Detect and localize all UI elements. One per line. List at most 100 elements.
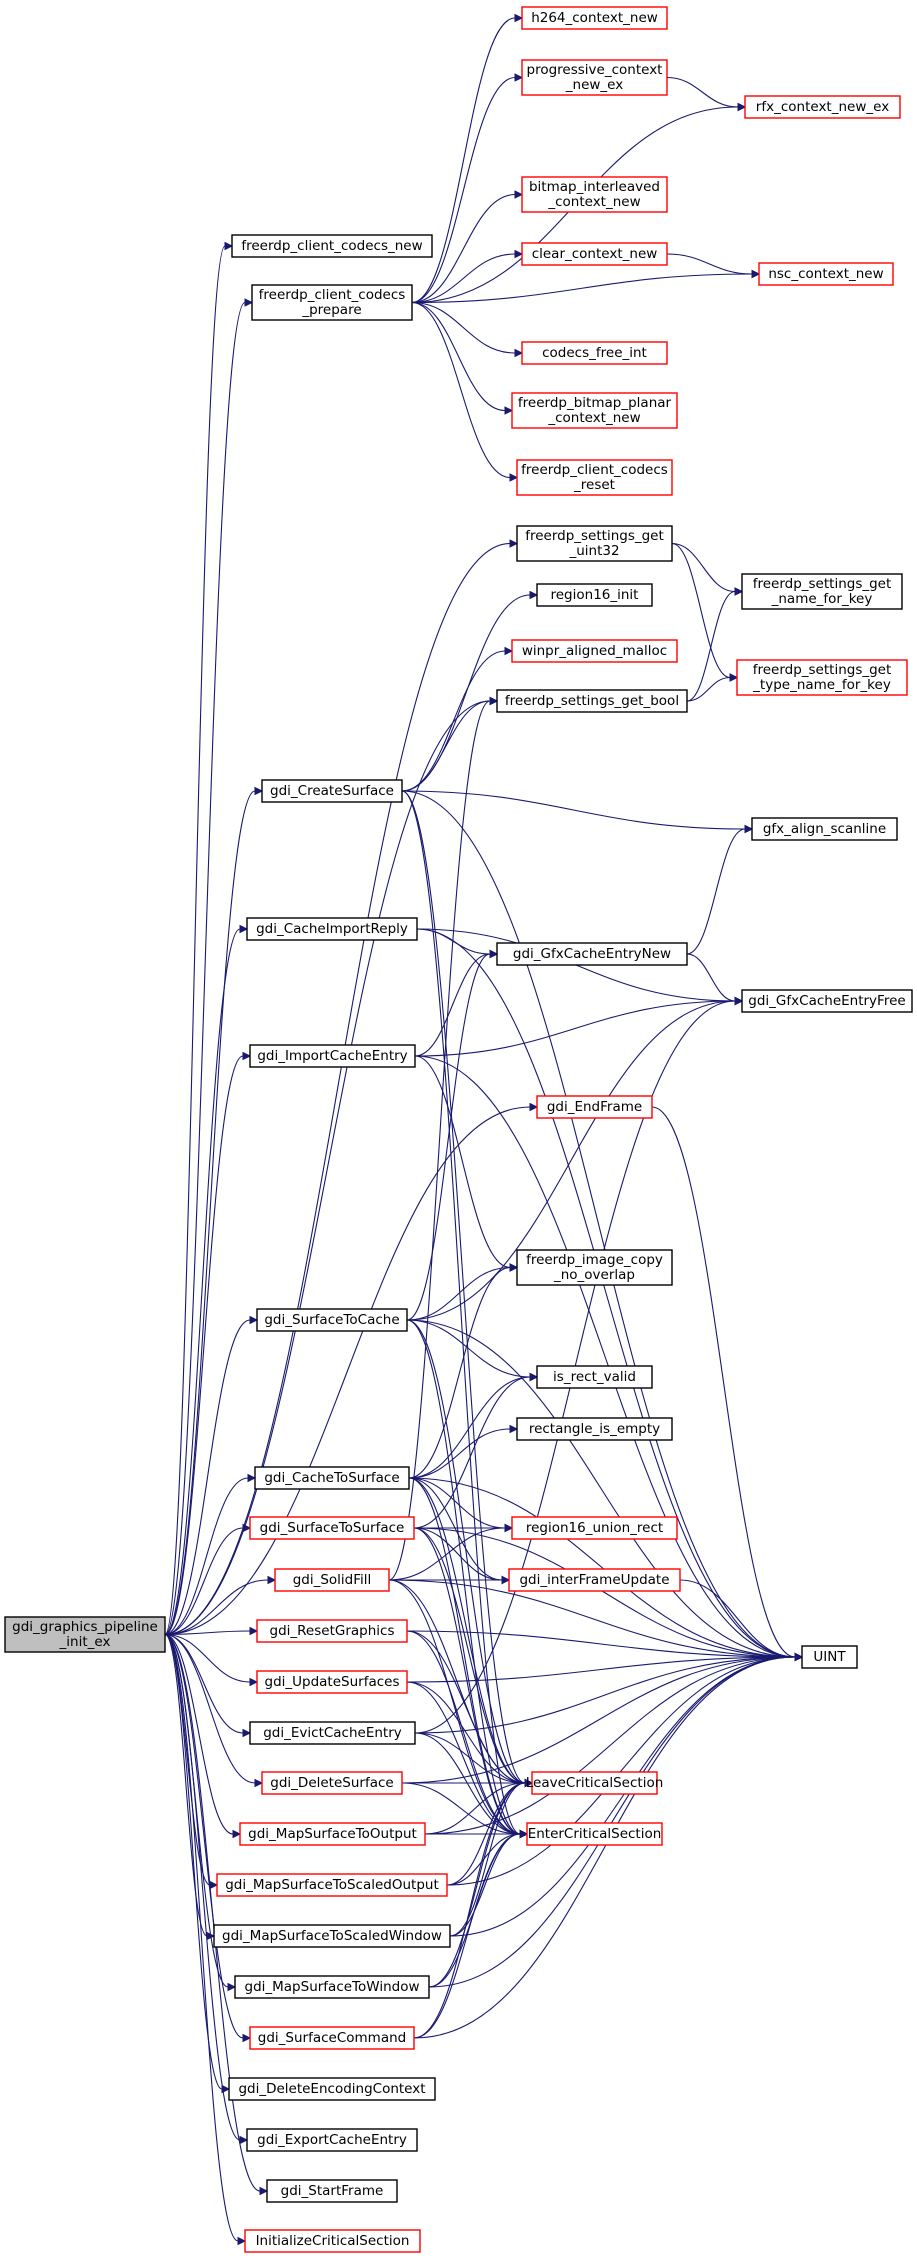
node-us[interactable]: gdi_UpdateSurfaces bbox=[256, 1670, 408, 1694]
node-su32[interactable]: freerdp_settings_get_uint32 bbox=[516, 525, 673, 562]
node-box bbox=[516, 459, 673, 496]
node-mstsw[interactable]: gdi_MapSurfaceToScaledWindow bbox=[213, 1924, 451, 1948]
node-prog[interactable]: progressive_context_new_ex bbox=[521, 59, 668, 96]
node-gcef[interactable]: gdi_GfxCacheEntryFree bbox=[741, 989, 913, 1013]
node-box bbox=[741, 989, 913, 1013]
node-ccn[interactable]: freerdp_client_codecs_new bbox=[231, 234, 433, 258]
node-ef[interactable]: gdi_EndFrame bbox=[536, 1095, 653, 1119]
node-label: _type_name_for_key bbox=[752, 677, 891, 693]
node-label: freerdp_settings_get bbox=[753, 662, 892, 678]
edge-line bbox=[406, 1319, 796, 1658]
edge-line bbox=[406, 1681, 521, 1835]
node-ece[interactable]: gdi_EvictCacheEntry bbox=[249, 1721, 416, 1745]
node-box bbox=[228, 2077, 436, 2101]
node-box bbox=[256, 1308, 408, 1332]
node-scmd[interactable]: gdi_SurfaceCommand bbox=[249, 2026, 415, 2050]
node-ifu[interactable]: gdi_interFrameUpdate bbox=[508, 1568, 681, 1592]
node-box bbox=[536, 1365, 653, 1389]
node-box bbox=[246, 917, 418, 941]
edge-line bbox=[401, 790, 521, 1835]
node-box bbox=[261, 1771, 403, 1795]
node-box bbox=[521, 176, 668, 213]
node-irv[interactable]: is_rect_valid bbox=[536, 1365, 653, 1389]
node-box bbox=[744, 95, 901, 119]
node-mstso[interactable]: gdi_MapSurfaceToScaledOutput bbox=[216, 1873, 448, 1897]
node-wam[interactable]: winpr_aligned_malloc bbox=[511, 639, 678, 663]
node-box bbox=[508, 1568, 681, 1592]
arrow-head bbox=[227, 1982, 237, 1992]
node-snfk[interactable]: freerdp_settings_get_name_for_key bbox=[741, 573, 903, 610]
node-gcen[interactable]: gdi_GfxCacheEntryNew bbox=[496, 942, 688, 966]
node-label: is_rect_valid bbox=[553, 1369, 636, 1385]
node-fic[interactable]: freerdp_image_copy_no_overlap bbox=[516, 1249, 673, 1286]
edge-sf-to-sbool bbox=[388, 696, 499, 1581]
node-label: rectangle_is_empty bbox=[529, 1421, 660, 1437]
edge-cts-to-r16u bbox=[408, 1477, 514, 1533]
node-ecs[interactable]: EnterCriticalSection bbox=[526, 1822, 663, 1846]
edge-scmd-to-ecs bbox=[413, 1829, 529, 2039]
edge-root-to-cir bbox=[164, 924, 249, 1636]
node-h264[interactable]: h264_context_new bbox=[521, 6, 668, 30]
edge-line bbox=[406, 953, 491, 1321]
edge-line bbox=[408, 1266, 511, 1479]
edge-line bbox=[164, 301, 246, 1636]
edge-line bbox=[164, 1055, 244, 1636]
node-label: progressive_context bbox=[527, 62, 663, 78]
node-ice[interactable]: gdi_ImportCacheEntry bbox=[249, 1044, 416, 1068]
arrow-head bbox=[751, 269, 761, 279]
node-nsc[interactable]: nsc_context_new bbox=[758, 262, 894, 286]
node-ds[interactable]: gdi_DeleteSurface bbox=[261, 1771, 403, 1795]
node-msto[interactable]: gdi_MapSurfaceToOutput bbox=[239, 1822, 426, 1846]
node-uint[interactable]: UINT bbox=[801, 1645, 858, 1669]
node-label: _context_new bbox=[547, 410, 640, 426]
node-bplan[interactable]: freerdp_bitmap_planar_context_new bbox=[511, 392, 678, 429]
node-sbool[interactable]: freerdp_settings_get_bool bbox=[496, 689, 688, 713]
node-icsec[interactable]: InitializeCriticalSection bbox=[244, 2229, 421, 2253]
node-rfx[interactable]: rfx_context_new_ex bbox=[744, 95, 901, 119]
node-stnfk[interactable]: freerdp_settings_get_type_name_for_key bbox=[736, 659, 908, 696]
edge-line bbox=[406, 1656, 796, 1683]
edge-cts-to-fic bbox=[408, 1263, 519, 1479]
node-sfr[interactable]: gdi_StartFrame bbox=[266, 2179, 398, 2203]
node-cts[interactable]: gdi_CacheToSurface bbox=[254, 1466, 410, 1490]
edge-line bbox=[449, 1833, 521, 1937]
node-mstw[interactable]: gdi_MapSurfaceToWindow bbox=[234, 1975, 430, 1999]
node-rie[interactable]: rectangle_is_empty bbox=[516, 1417, 673, 1441]
arrow-head bbox=[224, 241, 234, 251]
node-clear[interactable]: clear_context_new bbox=[521, 242, 668, 266]
node-label: UINT bbox=[813, 1649, 846, 1665]
edge-line bbox=[416, 928, 796, 1658]
node-stc[interactable]: gdi_SurfaceToCache bbox=[256, 1308, 408, 1332]
node-lcs[interactable]: LeaveCriticalSection bbox=[526, 1771, 664, 1795]
node-box bbox=[758, 262, 894, 286]
node-dec[interactable]: gdi_DeleteEncodingContext bbox=[228, 2077, 436, 2101]
edge-line bbox=[164, 542, 511, 1636]
node-root[interactable]: gdi_graphics_pipeline_init_ex bbox=[4, 1616, 166, 1653]
node-box bbox=[251, 284, 413, 321]
node-rg[interactable]: gdi_ResetGraphics bbox=[256, 1619, 408, 1643]
node-bmpi[interactable]: bitmap_interleaved_context_new bbox=[521, 176, 668, 213]
node-cs[interactable]: gdi_CreateSurface bbox=[261, 779, 403, 803]
node-label: gdi_CacheImportReply bbox=[256, 921, 408, 937]
node-cfree[interactable]: codecs_free_int bbox=[521, 341, 668, 365]
node-box bbox=[521, 341, 668, 365]
edge-line bbox=[414, 1000, 736, 1057]
node-sf[interactable]: gdi_SolidFill bbox=[274, 1568, 390, 1592]
node-gfxal[interactable]: gfx_align_scanline bbox=[751, 817, 898, 841]
node-r16i[interactable]: region16_init bbox=[536, 583, 653, 607]
edge-line bbox=[651, 1106, 796, 1658]
node-sts[interactable]: gdi_SurfaceToSurface bbox=[249, 1516, 415, 1540]
node-cir[interactable]: gdi_CacheImportReply bbox=[246, 917, 418, 941]
arrow-head bbox=[244, 298, 254, 307]
edge-mstso-to-ecs bbox=[446, 1829, 529, 1886]
node-ccr[interactable]: freerdp_client_codecs_reset bbox=[516, 459, 673, 496]
node-box bbox=[496, 689, 688, 713]
edge-sf-to-uint bbox=[388, 1579, 804, 1662]
node-ccp[interactable]: freerdp_client_codecs_prepare bbox=[251, 284, 413, 321]
node-exce[interactable]: gdi_ExportCacheEntry bbox=[246, 2128, 418, 2152]
edge-us-to-ecs bbox=[406, 1681, 529, 1839]
arrow-head bbox=[524, 1778, 534, 1788]
edge-root-to-ccp bbox=[164, 298, 254, 1636]
node-r16u[interactable]: region16_union_rect bbox=[511, 1516, 678, 1540]
node-label: gdi_MapSurfaceToOutput bbox=[248, 1826, 417, 1842]
